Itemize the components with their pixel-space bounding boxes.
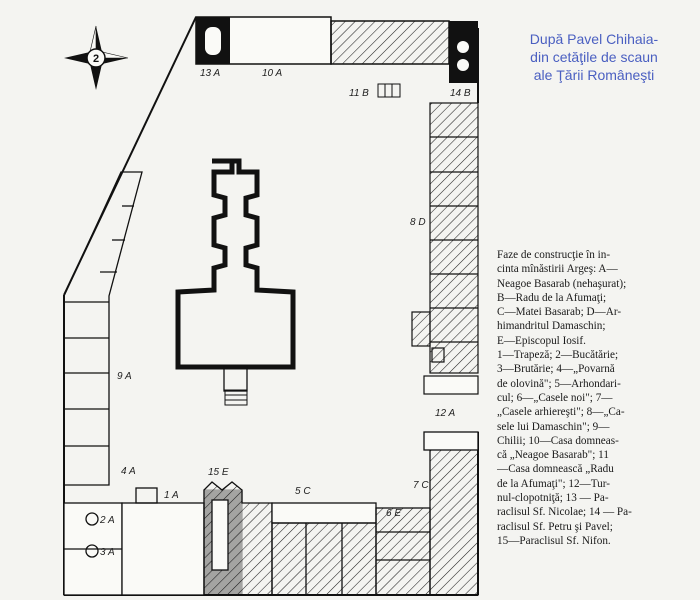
label-13a: 13 A xyxy=(200,68,221,79)
caption-line: himandritul Damaschin; xyxy=(497,320,606,333)
credit-line: ale Ţării Româneşti xyxy=(533,67,655,83)
caption-line: 1—Trapeză; 2—Bucătărie; xyxy=(497,349,619,362)
caption-line: E—Episcopul Iosif. xyxy=(497,334,586,347)
label-15e: 15 E xyxy=(208,467,229,478)
label-12a: 12 A xyxy=(435,408,456,419)
label-4a: 4 A xyxy=(121,466,136,477)
west-range xyxy=(63,171,143,486)
caption-line: raclisul Sf. Petru şi Pavel; xyxy=(497,520,613,533)
figure-caption: Faze de construcţie în in- cinta mînăsti… xyxy=(497,248,683,548)
caption-line: Faze de construcţie în in- xyxy=(497,249,611,261)
caption-line: 15—Paraclisul Sf. Nifon. xyxy=(497,534,611,547)
label-7c: 7 C xyxy=(413,480,429,491)
south-range xyxy=(63,431,479,596)
caption-line: că „Neagoe Basarab"; 11 xyxy=(497,449,609,462)
caption-line: cul; 6—„Casele noi"; 7— xyxy=(497,391,613,404)
compass-rose: 2 xyxy=(64,25,129,90)
caption-line: —Casa domnească „Radu xyxy=(497,463,614,476)
caption-line: raclisul Sf. Nicolae; 14 — Pa- xyxy=(497,506,632,519)
caption-line: cinta mînăstirii Argeş: A— xyxy=(497,263,618,276)
monastery-floor-plan: 2 13 A 10 A 11 B 14 B 8 D 9 A 12 A 4 A 1… xyxy=(63,16,479,596)
label-10a: 10 A xyxy=(262,68,283,79)
label-3a: 3 A xyxy=(100,547,115,558)
label-14b: 14 B xyxy=(450,88,471,99)
credit-line: din cetăţile de scaun xyxy=(530,49,658,65)
caption-line: nul-clopotniţă; 13 — Pa- xyxy=(497,492,609,505)
label-5c: 5 C xyxy=(295,486,311,497)
caption-line: sele lui Damaschin"; 9— xyxy=(497,420,610,433)
compass-label: 2 xyxy=(93,53,99,65)
caption-line: „Casele arhiereşti"; 8—„Ca- xyxy=(497,406,625,419)
label-1a: 1 A xyxy=(164,490,179,501)
north-range xyxy=(195,16,478,98)
caption-line: 3—Brutărie; 4—„Povarnă xyxy=(497,363,615,376)
label-6e: 6 E xyxy=(386,508,401,519)
label-9a: 9 A xyxy=(117,371,132,382)
label-8d: 8 D xyxy=(410,217,426,228)
caption-line: C—Matei Basarab; D—Ar- xyxy=(497,306,622,319)
caption-line: de olovină"; 5—Arhondari- xyxy=(497,377,621,390)
church xyxy=(175,158,296,406)
source-credit: După Pavel Chihaia- din cetăţile de scau… xyxy=(494,30,694,84)
label-2a: 2 A xyxy=(99,515,115,526)
caption-line: Neagoe Basarab (nehaşurat); xyxy=(497,277,627,290)
east-range xyxy=(411,102,479,395)
caption-line: de la Afumaţi"; 12—Tur- xyxy=(497,477,610,490)
credit-line: După Pavel Chihaia- xyxy=(529,31,659,47)
label-11b: 11 B xyxy=(349,88,369,99)
caption-line: B—Radu de la Afumaţi; xyxy=(497,291,607,304)
caption-line: Chilii; 10—Casa domneas- xyxy=(497,434,619,447)
plan-labels: 13 A 10 A 11 B 14 B 8 D 9 A 12 A 4 A 1 A… xyxy=(99,68,471,558)
